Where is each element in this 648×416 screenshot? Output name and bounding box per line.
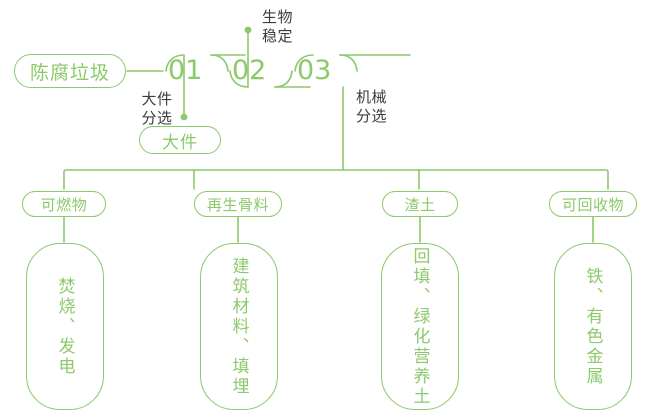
outcome-text-recyclables: 铁、有色金属 — [583, 266, 603, 387]
stage-number-02[interactable]: 02 — [232, 55, 267, 86]
bracket-02-right — [274, 70, 293, 88]
distribution-bus — [63, 169, 609, 190]
dot-bulk-endpoint — [180, 113, 188, 121]
outcome-box-recycled-aggregate[interactable]: 建筑材料、填埋 — [200, 243, 278, 410]
dot-bio-endpoint — [244, 26, 252, 34]
node-output-bulk[interactable]: 大件 — [139, 126, 221, 154]
node-category-recycled-aggregate[interactable]: 再生骨料 — [194, 191, 282, 217]
node-root[interactable]: 陈腐垃圾 — [14, 54, 126, 88]
outcome-text-combustible: 焚烧、发电 — [55, 276, 75, 377]
node-category-recyclables[interactable]: 可回收物 — [549, 191, 637, 217]
bracket-03-right — [339, 54, 358, 72]
outcome-text-residual-soil: 回填、绿化营养土 — [410, 246, 430, 407]
outcome-text-recycled-aggregate: 建筑材料、填埋 — [229, 256, 249, 397]
process-label-biological-stabilization: 生物 稳定 — [262, 9, 294, 45]
outcome-box-combustible[interactable]: 焚烧、发电 — [26, 243, 104, 410]
stage-number-03[interactable]: 03 — [297, 55, 332, 86]
stage-number-01[interactable]: 01 — [168, 55, 203, 86]
bracket-01-right — [210, 54, 229, 72]
node-category-residual-soil[interactable]: 渣土 — [382, 191, 458, 217]
node-category-combustible[interactable]: 可燃物 — [22, 191, 106, 217]
process-label-mechanical-sorting: 机械 分选 — [356, 89, 388, 125]
process-label-bulk-sorting: 大件 分选 — [141, 91, 173, 127]
outcome-box-recyclables[interactable]: 铁、有色金属 — [554, 243, 632, 410]
outcome-box-residual-soil[interactable]: 回填、绿化营养土 — [381, 243, 459, 410]
